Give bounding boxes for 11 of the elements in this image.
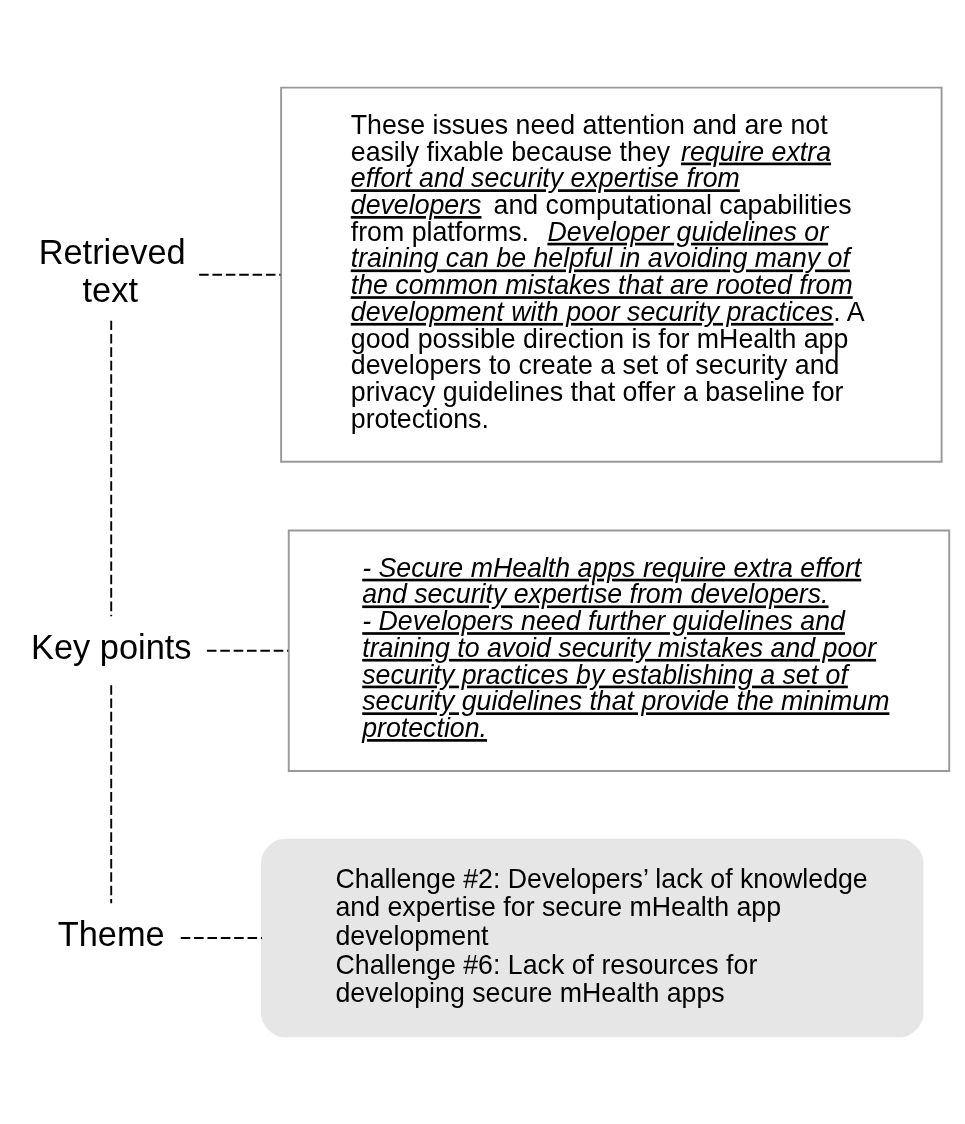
node-box: - Secure mHealth apps require extra effort and security expertise from developers. - Developers need further guidelines and training to avoid security mistakes and poor security practices by establishing a set of security guidelines that provide the minimum protection. <box>287 529 951 772</box>
connector <box>205 649 290 652</box>
connector <box>179 937 263 939</box>
node-text: Key points <box>31 628 192 667</box>
connector <box>110 684 113 905</box>
node-box: These issues need attention and are not easily fixable because they require extra effort and security expertise from developers and computational capabilities from platforms. Developer guidelines or training can be helpful in avoiding many of the common mistakes that are rooted from development with poor security practices. A good possible direction is for mHealth app developers to create a set of security and privacy guidelines that offer a baseline for protections. <box>280 86 943 463</box>
node-text: Theme <box>57 915 165 954</box>
node-box: Challenge #2: Developers’ lack of knowledge and expertise for secure mHealth app development Challenge #6: Lack of resources for developing secure mHealth apps <box>261 838 924 1038</box>
connector <box>110 319 113 618</box>
node-text: Retrieved text <box>38 233 186 310</box>
connector <box>198 273 282 276</box>
